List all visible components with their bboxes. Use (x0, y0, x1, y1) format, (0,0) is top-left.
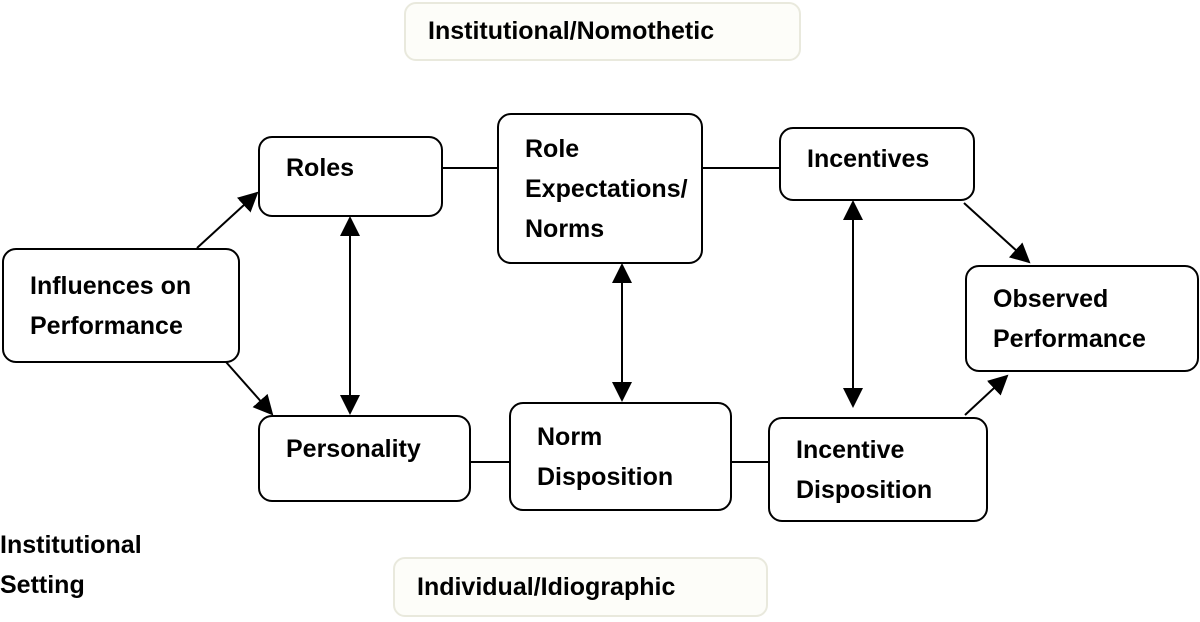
box-text: Observed (993, 284, 1109, 313)
arrow-disposition-observed (964, 374, 1009, 416)
box-text: Incentive (796, 435, 905, 464)
influences-box: Influences on Performance (2, 248, 240, 363)
box-text: Influences on (30, 271, 192, 300)
box-text: Role (525, 134, 580, 163)
individual-idiographic-label: Individual/Idiographic (393, 557, 768, 617)
arrow-incentives-observed (963, 202, 1031, 264)
label-line: Setting (0, 571, 85, 599)
box-text: Performance (30, 311, 183, 340)
box-text: Performance (993, 324, 1146, 353)
personality-box: Personality (258, 415, 471, 502)
box-text: Incentives (807, 145, 930, 173)
box-text: Norm (537, 422, 603, 451)
box-text: Disposition (537, 462, 674, 491)
box-text: Personality (286, 435, 421, 463)
label-text: Institutional/Nomothetic (428, 17, 715, 45)
arrow-influences-roles (196, 191, 259, 249)
box-text: Norms (525, 214, 605, 243)
arrow-influences-personality (225, 361, 274, 416)
incentives-box: Incentives (779, 127, 975, 201)
institutional-nomothetic-label: Institutional/Nomothetic (404, 2, 801, 61)
box-text: Disposition (796, 475, 933, 504)
box-text: Roles (286, 154, 355, 182)
roles-box: Roles (258, 136, 443, 217)
label-text: Individual/Idiographic (417, 572, 676, 601)
label-line: Institutional (0, 531, 142, 559)
box-text: Expectations/ (525, 174, 688, 203)
